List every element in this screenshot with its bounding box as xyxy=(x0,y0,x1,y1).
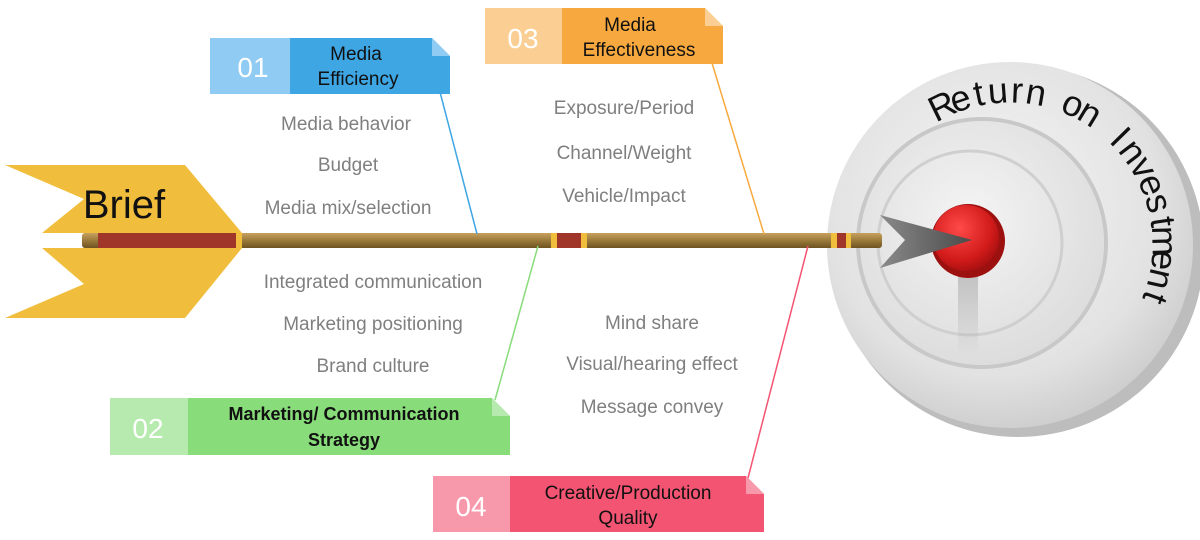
shaft-yellow-band-4 xyxy=(831,233,837,248)
brief-label: Brief xyxy=(83,183,166,227)
item-02-2: Marketing positioning xyxy=(283,314,463,335)
tag-04-number: 04 xyxy=(455,491,486,522)
tag-03-title-line1: Media xyxy=(604,15,656,36)
connector-01 xyxy=(439,91,478,235)
tag-01-number: 01 xyxy=(237,52,268,83)
tag-01-title-line1: Media xyxy=(330,44,382,65)
roi-title-char: m xyxy=(1144,225,1186,256)
tag-03-title-line2: Effectiveness xyxy=(583,40,696,61)
item-03-2: Channel/Weight xyxy=(557,143,693,164)
tag-04-title-line2: Quality xyxy=(598,508,658,529)
shaft-red-band-2 xyxy=(557,233,581,248)
connector-04 xyxy=(747,245,809,479)
shaft-yellow-band-1 xyxy=(236,233,242,248)
item-04-2: Visual/hearing effect xyxy=(566,354,738,375)
arrow-shaft xyxy=(82,233,882,248)
item-04-3: Message convey xyxy=(581,397,724,418)
tag-03-number: 03 xyxy=(507,23,538,54)
tag-01-title-line2: Efficiency xyxy=(318,69,399,90)
item-01-2: Budget xyxy=(318,155,379,176)
tag-02-number: 02 xyxy=(132,413,163,444)
item-02-1: Integrated communication xyxy=(264,272,483,293)
tag-04-fold xyxy=(746,476,764,494)
tag-02-fold xyxy=(492,398,510,416)
item-04-1: Mind share xyxy=(605,313,699,334)
category-04: Mind share Visual/hearing effect Message… xyxy=(433,313,764,532)
tag-02-number-bg xyxy=(110,398,188,455)
tag-01-fold xyxy=(432,38,450,56)
tag-04-body xyxy=(433,476,764,532)
tag-02-title-line2: Strategy xyxy=(308,430,380,450)
tag-03-number-bg xyxy=(485,8,562,64)
tag-03-fold xyxy=(705,8,723,26)
tag-02-body xyxy=(110,398,510,455)
roi-title-char: e xyxy=(1143,248,1186,272)
shaft-yellow-band-2 xyxy=(551,233,557,248)
roi-title-char: u xyxy=(986,69,1009,111)
item-02-3: Brand culture xyxy=(316,356,429,377)
bullseye xyxy=(933,205,999,271)
shaft-red-band-1 xyxy=(98,233,236,248)
arrow-head xyxy=(880,215,972,268)
category-01: 01 Media Efficiency Media behavior Budge… xyxy=(210,38,450,219)
tag-01-number-bg xyxy=(210,38,290,94)
connector-02 xyxy=(494,245,539,401)
roi-title-char: r xyxy=(1010,69,1024,111)
category-02: Integrated communication Marketing posit… xyxy=(110,272,510,455)
item-01-1: Media behavior xyxy=(281,114,412,135)
category-03: 03 Media Effectiveness Exposure/Period C… xyxy=(485,8,723,207)
item-03-1: Exposure/Period xyxy=(554,98,694,119)
connector-03 xyxy=(711,62,765,235)
fletching-top xyxy=(5,165,242,233)
shaft-yellow-band-3 xyxy=(581,233,587,248)
tag-04-number-bg xyxy=(433,476,510,532)
tag-02-title-line1: Marketing/ Communication xyxy=(228,404,459,424)
shaft-red-band-3 xyxy=(837,233,846,248)
fletching-bottom xyxy=(5,248,242,318)
item-01-3: Media mix/selection xyxy=(265,198,432,219)
item-03-3: Vehicle/Impact xyxy=(562,186,686,207)
shaft-yellow-band-5 xyxy=(846,233,851,248)
tag-04-title-line1: Creative/Production xyxy=(545,483,712,504)
arrow: Brief xyxy=(5,165,972,318)
